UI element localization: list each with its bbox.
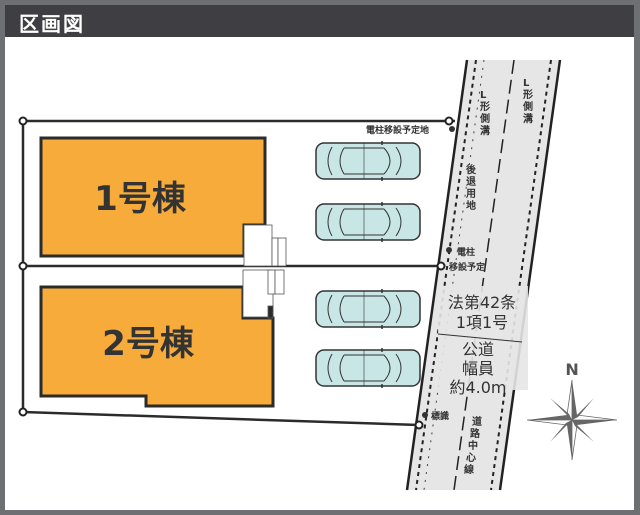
building-2[interactable]: 2号棟 [39, 285, 275, 408]
building-1[interactable]: 1号棟 [39, 136, 267, 258]
road-info-box: 法第42条 1項1号 公道 幅員 約4.0m [437, 286, 528, 397]
svg-text:線: 線 [464, 463, 474, 476]
parking-space-car-3 [315, 288, 421, 330]
parking-space-car-4 [315, 347, 421, 389]
svg-text:地: 地 [466, 199, 476, 212]
svg-text:約4.0m: 約4.0m [449, 378, 506, 397]
svg-text:溝: 溝 [523, 112, 533, 125]
svg-text:法第42条: 法第42条 [448, 293, 516, 312]
utility-pole-site-label: 電柱移設予定地 [366, 124, 429, 136]
pole-relocation-label-2: 移設予定 [449, 261, 486, 273]
building-1-label: 1号棟 [94, 179, 187, 219]
svg-text:N: N [565, 360, 578, 379]
road-centerline-label: 道 路 中 心 線 [464, 415, 482, 476]
svg-text:溝: 溝 [480, 124, 490, 137]
svg-text:L: L [480, 90, 487, 101]
boundary-marker-label: 標識 [431, 410, 449, 422]
svg-text:用: 用 [465, 188, 476, 200]
svg-text:形: 形 [523, 89, 533, 101]
pole-relocation-label-1: 電柱 [457, 246, 475, 258]
building-1-entry [243, 224, 287, 267]
utility-pole-icon [449, 126, 455, 132]
svg-text:後: 後 [466, 163, 477, 176]
building-2-label: 2号棟 [102, 324, 195, 364]
parking-space-car-1 [315, 140, 421, 182]
svg-text:形: 形 [480, 101, 490, 113]
svg-text:道: 道 [472, 415, 482, 428]
svg-text:路: 路 [470, 427, 481, 440]
parking-space-car-2 [315, 201, 421, 243]
setback-land-label: 後 退 用 地 [465, 163, 477, 212]
svg-text:側: 側 [522, 100, 533, 113]
page-title: 区画図 [19, 12, 85, 36]
utility-pole-icon-2 [446, 247, 452, 253]
l-gutter-left-label: L 形 側 溝 [479, 90, 490, 137]
marker-icon [422, 412, 428, 418]
svg-text:心: 心 [466, 452, 476, 464]
building-2-entry [242, 269, 285, 319]
lot-boundaries [21, 119, 455, 427]
l-gutter-right-label: L 形 側 溝 [522, 78, 533, 125]
svg-text:幅員: 幅員 [462, 359, 494, 378]
header-bar: 区画図 [5, 5, 634, 37]
svg-text:退: 退 [466, 176, 476, 188]
svg-text:1項1号: 1項1号 [456, 313, 508, 332]
svg-text:公道: 公道 [462, 340, 494, 359]
svg-text:L: L [523, 78, 530, 89]
boundary-markers [18, 116, 454, 430]
svg-text:側: 側 [479, 112, 490, 125]
compass-rose-icon: N [526, 360, 618, 461]
svg-text:中: 中 [468, 439, 478, 452]
